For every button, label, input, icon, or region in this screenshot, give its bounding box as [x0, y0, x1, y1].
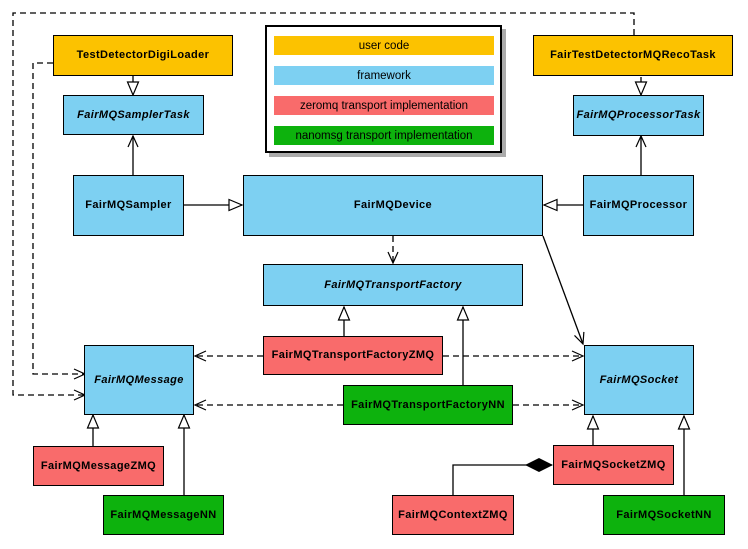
class-label: FairMQProcessor [589, 199, 688, 212]
class-box-fairmqmessagenn: FairMQMessageNN [103, 495, 224, 535]
class-box-fairmqdevice: FairMQDevice [243, 175, 543, 236]
class-label: FairMQMessageZMQ [40, 459, 157, 472]
class-box-fairmqmessage: FairMQMessage [84, 345, 194, 415]
class-box-fairmqmessagezmq: FairMQMessageZMQ [33, 446, 164, 486]
class-box-fairmqsampler: FairMQSampler [73, 175, 184, 236]
class-box-fairmqsamplertask: FairMQSamplerTask [63, 95, 204, 135]
composition-socketzmq-contextzmq [452, 465, 552, 495]
class-label: FairMQDevice [353, 199, 433, 212]
legend: user code framework zeromq transport imp… [265, 25, 502, 153]
class-box-fairtestdetectormqrecotask: FairTestDetectorMQRecoTask [533, 35, 733, 76]
class-box-fairmqtransportfactoryzmq: FairMQTransportFactoryZMQ [263, 336, 443, 375]
class-box-fairmqtransportfactorynn: FairMQTransportFactoryNN [343, 385, 513, 425]
class-box-fairmqsocketzmq: FairMQSocketZMQ [553, 445, 674, 485]
legend-swatch-framework: framework [274, 66, 494, 85]
class-label: FairMQSampler [85, 199, 172, 212]
class-box-fairmqsocket: FairMQSocket [584, 345, 694, 415]
class-box-fairmqprocessortask: FairMQProcessorTask [573, 95, 704, 136]
legend-label-user-code: user code [358, 39, 410, 52]
class-label: FairTestDetectorMQRecoTask [550, 49, 716, 62]
class-label: FairMQTransportFactoryZMQ [271, 349, 435, 362]
dependency-digiloader-to-message [32, 62, 87, 380]
class-box-fairmqprocessor: FairMQProcessor [583, 175, 694, 236]
class-label: FairMQSamplerTask [77, 108, 190, 121]
class-box-fairmqtransportfactory: FairMQTransportFactory [263, 264, 523, 306]
class-label: FairMQProcessorTask [576, 109, 701, 122]
legend-label-nanomsg: nanomsg transport implementation [295, 129, 473, 142]
class-box-testdetectordigiloader: TestDetectorDigiLoader [53, 35, 233, 76]
class-label: FairMQContextZMQ [398, 508, 508, 521]
legend-swatch-user-code: user code [274, 36, 494, 55]
legend-label-zeromq: zeromq transport implementation [299, 99, 469, 112]
dependency-recotask-to-message [12, 12, 635, 401]
class-label: FairMQMessageNN [110, 508, 217, 521]
class-box-fairmqsocketnn: FairMQSocketNN [603, 495, 725, 535]
legend-swatch-zeromq: zeromq transport implementation [274, 96, 494, 115]
class-label: FairMQMessage [94, 373, 184, 386]
class-label: FairMQTransportFactory [324, 278, 462, 291]
class-label: FairMQTransportFactoryNN [351, 398, 505, 411]
class-label: FairMQSocketNN [616, 508, 712, 521]
legend-swatch-nanomsg: nanomsg transport implementation [274, 126, 494, 145]
class-label: FairMQSocket [599, 373, 679, 386]
class-box-fairmqcontextzmq: FairMQContextZMQ [392, 495, 514, 535]
association-device-to-socket [542, 235, 585, 346]
legend-label-framework: framework [357, 69, 411, 82]
class-label: TestDetectorDigiLoader [76, 49, 210, 62]
class-label: FairMQSocketZMQ [561, 458, 666, 471]
